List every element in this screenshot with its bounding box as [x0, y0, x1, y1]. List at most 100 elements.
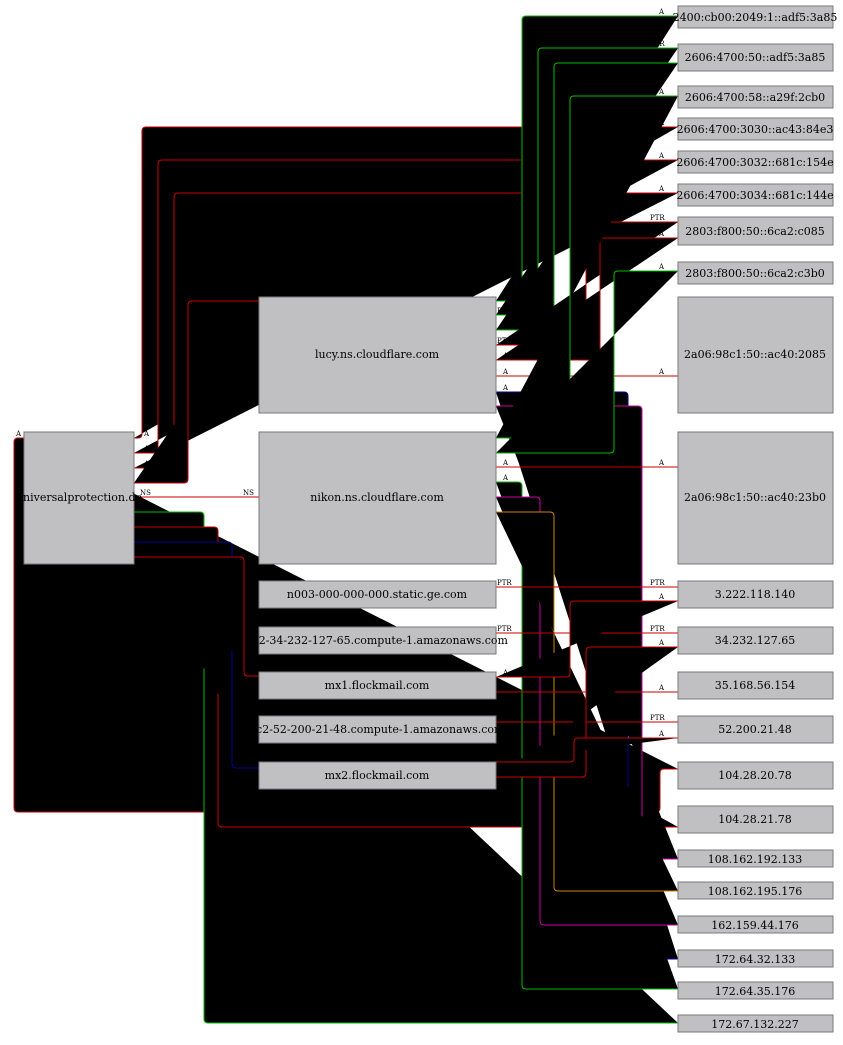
node-label: 2606:4700:3030::ac43:84e3 — [677, 123, 834, 136]
node-label: 2606:4700:50::adf5:3a85 — [685, 51, 826, 64]
node-ip11[interactable]: 3.222.118.140 — [677, 580, 834, 609]
label-mx-2: MX — [137, 549, 149, 557]
label-ec2-34: PTR — [497, 625, 512, 633]
edge-mx2-ip12 — [496, 646, 678, 778]
node-ip4[interactable]: 2606:4700:3030::ac43:84e3 — [677, 117, 834, 141]
label-ns-in-nikon: NS — [243, 489, 254, 497]
node-n003[interactable]: n003-000-000-000.static.ge.com — [258, 580, 497, 609]
label-in-ip9: A — [658, 368, 665, 376]
node-ip3[interactable]: 2606:4700:58::a29f:2cb0 — [677, 85, 834, 109]
node-mx1[interactable]: mx1.flockmail.com — [258, 671, 497, 700]
node-label: 2a06:98c1:50::ac40:2085 — [684, 348, 826, 361]
label-in-ip2-ptr: PTR — [650, 40, 665, 48]
node-ip6[interactable]: 2606:4700:3034::681c:144e — [676, 183, 834, 207]
node-label: 35.168.56.154 — [715, 679, 795, 692]
label-in-ip22: A — [658, 1015, 665, 1023]
label-in-ip3: A — [658, 88, 665, 96]
node-label: 2400:cb00:2049:1::adf5:3a85 — [673, 11, 838, 24]
node-ip5[interactable]: 2606:4700:3032::681c:154e — [676, 150, 834, 174]
node-label: 104.28.21.78 — [718, 813, 791, 826]
node-ip21[interactable]: 172.64.35.176 — [677, 981, 834, 1000]
label-lucy-3: A — [502, 322, 509, 330]
node-label: 2606:4700:3032::681c:154e — [676, 156, 833, 169]
node-label: 2803:f800:50::6ca2:c085 — [685, 225, 824, 238]
node-label: ec2-34-232-127-65.compute-1.amazonaws.co… — [246, 634, 508, 647]
label-lucy-5: A — [502, 352, 509, 360]
label-in-ip6: A — [658, 185, 665, 193]
node-label: n003-000-000-000.static.ge.com — [287, 588, 468, 601]
node-ip12[interactable]: 34.232.127.65 — [677, 626, 834, 655]
node-label: 104.28.20.78 — [718, 769, 791, 782]
node-ip15[interactable]: 104.28.20.78 — [677, 761, 834, 790]
node-ec2-34[interactable]: ec2-34-232-127-65.compute-1.amazonaws.co… — [246, 626, 509, 655]
label-ns-2: NS — [140, 489, 151, 497]
node-ec2-52[interactable]: ec2-52-200-21-48.compute-1.amazonaws.com — [250, 715, 505, 744]
label-mx1-1: A — [502, 669, 509, 677]
node-label: 172.67.132.227 — [711, 1018, 798, 1031]
node-label: 162.159.44.176 — [711, 919, 798, 932]
label-a-5: A — [143, 519, 150, 527]
label-in-ip21: A — [658, 981, 665, 989]
node-ip1[interactable]: 2400:cb00:2049:1::adf5:3a85 — [673, 5, 838, 29]
node-label: 3.222.118.140 — [715, 588, 795, 601]
edge-mx1-ip11 — [496, 600, 678, 678]
label-mx2-2: A — [502, 769, 509, 777]
node-ip13[interactable]: 35.168.56.154 — [677, 671, 834, 700]
node-nikon[interactable]: nikon.ns.cloudflare.com — [258, 431, 497, 565]
node-label: 2a06:98c1:50::ac40:23b0 — [684, 491, 826, 504]
node-label: nikon.ns.cloudflare.com — [310, 491, 444, 504]
label-mx-in-mx1: MX — [240, 668, 252, 676]
node-ip18[interactable]: 108.162.195.176 — [677, 881, 834, 900]
label-lucy-6: A — [502, 368, 509, 376]
label-lucy-4: PTR — [497, 337, 512, 345]
label-in-ip5: A — [658, 152, 665, 160]
label-in-ip18: A — [658, 883, 665, 891]
label-ns-1: NS — [140, 475, 151, 483]
label-a-left: A — [15, 430, 22, 438]
label-in-ip13: A — [658, 684, 665, 692]
label-mx-1: MX — [137, 534, 149, 542]
node-mx2[interactable]: mx2.flockmail.com — [258, 761, 497, 790]
node-label: 34.232.127.65 — [715, 634, 795, 647]
label-in-ip15: A — [658, 761, 665, 769]
label-ec2-52: PTR — [497, 714, 512, 722]
label-nikon-6: A — [502, 504, 509, 512]
label-in-ip12-ptr: PTR — [650, 625, 665, 633]
node-label: 108.162.195.176 — [708, 885, 802, 898]
node-label: 52.200.21.48 — [718, 723, 791, 736]
node-ip17[interactable]: 108.162.192.133 — [677, 849, 834, 868]
edge-nikon-ip8 — [496, 270, 678, 454]
label-nikon-3: A — [502, 459, 509, 467]
node-ip7[interactable]: 2803:f800:50::6ca2:c085 — [677, 216, 834, 246]
node-label: lucy.ns.cloudflare.com — [315, 348, 440, 361]
node-ip14[interactable]: 52.200.21.48 — [677, 715, 834, 744]
label-in-ip17: A — [658, 851, 665, 859]
node-ip2[interactable]: 2606:4700:50::adf5:3a85 — [677, 43, 834, 72]
label-nikon-1: A — [502, 430, 509, 438]
label-in-ip1: A — [658, 8, 665, 16]
node-label: 2606:4700:58::a29f:2cb0 — [685, 91, 825, 104]
label-a-2: A — [143, 445, 150, 453]
label-nikon-4: A — [502, 474, 509, 482]
node-ip8[interactable]: 2803:f800:50::6ca2:c3b0 — [677, 261, 834, 285]
label-a-1: A — [143, 430, 150, 438]
node-ip22[interactable]: 172.67.132.227 — [677, 1014, 834, 1033]
label-nikon-5: A — [502, 489, 509, 497]
edge-mx2-ip14 — [496, 737, 678, 763]
node-ip16[interactable]: 104.28.21.78 — [677, 805, 834, 834]
node-label: mx1.flockmail.com — [325, 679, 430, 692]
node-ip10[interactable]: 2a06:98c1:50::ac40:23b0 — [677, 431, 834, 565]
node-universal[interactable]: universalprotection.de — [16, 431, 142, 565]
node-ip9[interactable]: 2a06:98c1:50::ac40:2085 — [677, 296, 834, 414]
node-label: 172.64.35.176 — [715, 985, 795, 998]
label-lucy-2: PTR — [497, 307, 512, 315]
label-mx1-2: A — [502, 684, 509, 692]
node-lucy[interactable]: lucy.ns.cloudflare.com — [258, 296, 497, 414]
node-ip20[interactable]: 172.64.32.133 — [677, 949, 834, 968]
label-lucy-8: A — [502, 398, 509, 406]
node-label: universalprotection.de — [16, 491, 142, 504]
label-in-ip10: A — [658, 459, 665, 467]
node-label: 108.162.192.133 — [708, 853, 802, 866]
node-ip19[interactable]: 162.159.44.176 — [677, 915, 834, 934]
